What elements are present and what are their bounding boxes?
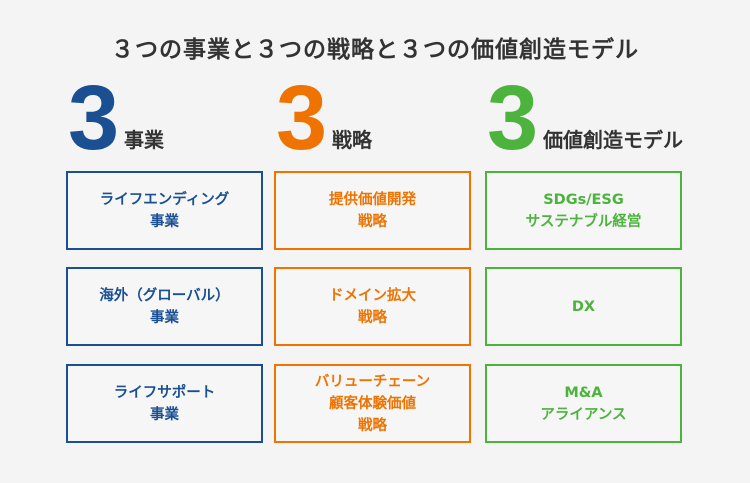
item-text: 事業 [150,406,179,423]
item-text: ドメイン拡大 [329,287,416,304]
item-text: 戦略 [358,213,387,230]
item-text: ライフエンディング [99,191,230,208]
item-text: 事業 [150,213,179,230]
item-text: 戦略 [358,417,387,434]
column-number: 3 [276,67,328,169]
item-text: アライアンス [540,406,627,423]
item-box: DX [485,267,682,346]
item-text: 事業 [150,309,179,326]
item-text: SDGs/ESG [543,191,624,208]
column-number: 3 [68,67,120,169]
item-box: 海外（グローバル） 事業 [66,267,263,346]
item-text: サステナブル経営 [525,213,642,230]
item-box: 提供価値開発戦略 [274,171,471,250]
column-label: 戦略 [332,128,372,152]
item-box: SDGs/ESG サステナブル経営 [485,171,682,250]
item-text: M&A [564,384,603,401]
item-text: バリューチェーン [314,373,431,390]
item-text: 顧客体験価値 [329,395,416,412]
column-number: 3 [487,67,539,169]
item-text: DX [571,298,596,315]
item-box: バリューチェーン顧客体験価値戦略 [274,364,471,443]
column-label: 事業 [124,128,164,152]
item-text: 海外（グローバル） [99,287,230,304]
item-box: ライフエンディング事業 [66,171,263,250]
page-title: ３つの事業と３つの戦略と３つの価値創造モデル [111,37,639,63]
item-box: ドメイン拡大戦略 [274,267,471,346]
item-box: ライフサポート事業 [66,364,263,443]
item-box: M&A アライアンス [485,364,682,443]
item-text: 提供価値開発 [329,191,416,208]
column-label: 価値創造モデル [543,128,683,152]
item-text: ライフサポート [113,384,216,401]
item-text: 戦略 [358,309,387,326]
